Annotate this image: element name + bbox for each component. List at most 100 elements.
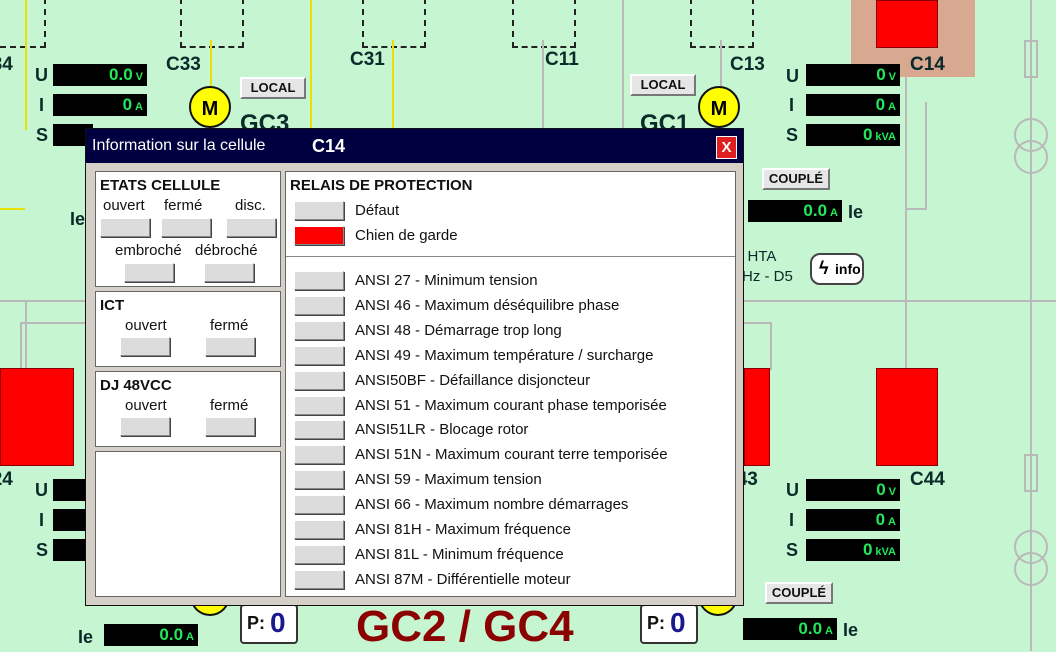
power-box-right: P: 0 [640, 604, 698, 644]
motor-icon-gc1[interactable]: M [698, 86, 740, 128]
meter-label-u-right: U [786, 66, 799, 86]
dj-indicator-ouvert[interactable] [120, 417, 170, 436]
label-etat-embroche: embroché [115, 242, 182, 259]
state-indicator-disc[interactable] [226, 218, 276, 237]
meter-i-left-bottom [53, 509, 87, 531]
relay-indicator-ansi[interactable] [294, 345, 344, 365]
relay-indicator-ansi[interactable] [294, 569, 344, 589]
label-ict-ouvert: ouvert [125, 317, 167, 334]
cell-label-c14: C14 [910, 54, 945, 75]
ict-indicator-ouvert[interactable] [120, 337, 170, 356]
relay-label-ansi: ANSI 51N - Maximum courant terre tempori… [355, 446, 668, 464]
relay-label-ansi: ANSI 87M - Différentielle moteur [355, 570, 571, 588]
relay-indicator-ansi[interactable] [294, 320, 344, 340]
meter-u-left-bottom [53, 479, 87, 501]
label-etat-ferme: fermé [164, 197, 203, 214]
cell-breaker-c24[interactable] [0, 368, 74, 466]
label-etat-ouvert: ouvert [103, 197, 145, 214]
relay-indicator-ansi[interactable] [294, 544, 344, 564]
meter-label-i-right: I [789, 95, 795, 115]
local-button-gc1[interactable]: LOCAL [630, 74, 696, 96]
cell-breaker-c44[interactable] [876, 368, 938, 466]
relay-indicator-ansi[interactable] [294, 395, 344, 415]
local-button-gc3[interactable]: LOCAL [240, 77, 306, 99]
relay-row-defaut: Défaut [286, 198, 735, 223]
relay-row-ansi: ANSI 87M - Différentielle moteur [286, 567, 735, 592]
cell-breaker-c43[interactable] [744, 368, 770, 466]
relay-label-ansi: ANSI50BF - Défaillance disjoncteur [355, 371, 591, 389]
relay-indicator-ansi[interactable] [294, 470, 344, 490]
relay-label-ansi: ANSI 59 - Maximum tension [355, 471, 542, 489]
transformer-icon-bottom-2 [1014, 552, 1048, 586]
relay-row-chien-de-garde: Chien de garde [286, 223, 735, 248]
relay-label-ansi: ANSI 48 - Démarrage trop long [355, 321, 562, 339]
panel-ict: ICT ouvert fermé [95, 291, 281, 367]
hta-text-2: Hz - D5 [742, 268, 793, 285]
relay-indicator-ansi[interactable] [294, 520, 344, 539]
motor-icon-gc3[interactable]: M [189, 86, 231, 128]
dialog-title-bar[interactable]: Information sur la cellule C14 X [86, 129, 743, 163]
cell-info-dialog: Information sur la cellule C14 X ETATS C… [85, 128, 744, 606]
close-button[interactable]: X [716, 136, 737, 159]
ict-indicator-ferme[interactable] [205, 337, 255, 356]
panel-empty [95, 451, 281, 597]
hta-text-1: n HTA [735, 248, 777, 265]
relay-label-ansi: ANSI 81L - Minimum fréquence [355, 545, 564, 563]
relay-indicator-ansi[interactable] [294, 370, 344, 390]
lightning-icon: ϟ [819, 258, 829, 278]
meter-label-s-right: S [786, 125, 799, 145]
fuse-icon-top [1024, 40, 1038, 78]
relay-indicator-chien-de-garde[interactable] [294, 226, 344, 245]
info-button[interactable]: ϟ info [810, 253, 864, 285]
dj-indicator-ferme[interactable] [205, 417, 255, 436]
label-dj-ouvert: ouvert [125, 397, 167, 414]
panel-etats-cellule: ETATS CELLULE ouvert fermé disc. embroch… [95, 171, 281, 287]
panel-title-etats: ETATS CELLULE [100, 177, 221, 194]
state-indicator-ferme[interactable] [161, 218, 211, 237]
cell-breaker-c14[interactable] [876, 0, 938, 48]
couple-button-bottom[interactable]: COUPLÉ [765, 582, 833, 604]
relay-row-ansi: ANSI 51 - Maximum courant phase temporis… [286, 393, 735, 418]
label-etat-debroche: débroché [195, 242, 258, 259]
relay-row-ansi: ANSI 51N - Maximum courant terre tempori… [286, 442, 735, 467]
meter-s-left [53, 124, 93, 146]
relay-divider [286, 256, 735, 257]
cell-frame-c33 [180, 0, 244, 48]
relay-label-ansi: ANSI 81H - Maximum fréquence [355, 521, 571, 538]
state-indicator-debroche[interactable] [204, 263, 254, 282]
cell-label-c33: C33 [166, 54, 201, 75]
relay-label-ansi: ANSI 27 - Minimum tension [355, 272, 538, 289]
meter-s-left-bottom [53, 539, 87, 561]
relay-indicator-ansi[interactable] [294, 495, 344, 515]
meter-label-ie-bottom-left: Ie [78, 627, 94, 647]
dialog-cell-name: C14 [312, 136, 346, 156]
meter-label-s-right-bottom: S [786, 540, 799, 560]
state-indicator-embroche[interactable] [124, 263, 174, 282]
panel-title-dj: DJ 48VCC [100, 377, 172, 394]
panel-title-ict: ICT [100, 297, 125, 314]
meter-label-i-left: I [39, 95, 45, 115]
panel-title-relais: RELAIS DE PROTECTION [290, 177, 473, 194]
relay-row-ansi: ANSI 48 - Démarrage trop long [286, 318, 735, 343]
relay-label-ansi: ANSI 46 - Maximum déséquilibre phase [355, 296, 620, 314]
relay-row-ansi: ANSI 46 - Maximum déséquilibre phase [286, 293, 735, 318]
relay-row-ansi: ANSI 27 - Minimum tension [286, 268, 735, 293]
cell-frame-c11 [512, 0, 576, 48]
couple-button-top[interactable]: COUPLÉ [762, 168, 830, 190]
power-box-left: P: 0 [240, 604, 298, 644]
relay-indicator-ansi[interactable] [294, 445, 344, 465]
meter-label-u-left-bottom: U [35, 480, 48, 500]
relay-indicator-ansi[interactable] [294, 420, 344, 440]
relay-indicator-defaut[interactable] [294, 201, 344, 220]
transformer-icon-top-2 [1014, 140, 1048, 174]
relay-indicator-ansi[interactable] [294, 271, 344, 290]
relay-label-defaut: Défaut [355, 202, 400, 219]
state-indicator-ouvert[interactable] [100, 218, 150, 237]
relay-indicator-ansi[interactable] [294, 295, 344, 315]
